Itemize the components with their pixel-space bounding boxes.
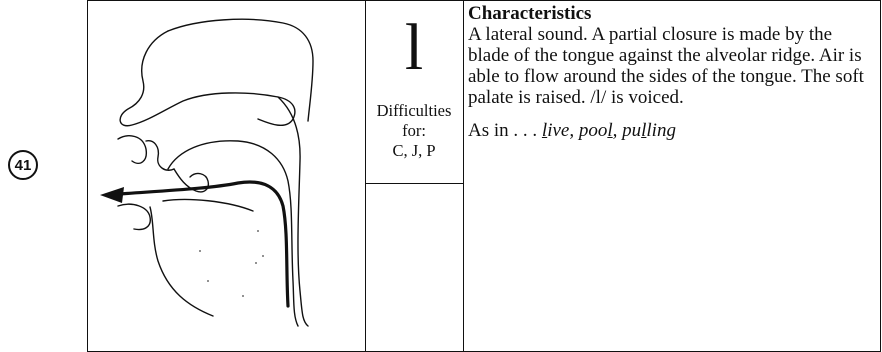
- characteristics-panel: Characteristics A lateral sound. A parti…: [468, 3, 876, 141]
- example-word: live: [542, 120, 569, 141]
- phoneme-card: l Difficulties for: C, J, P Characterist…: [87, 0, 881, 352]
- phoneme-symbol: l: [366, 7, 462, 89]
- difficulties: Difficulties for: C, J, P: [366, 101, 462, 161]
- row-divider: [365, 183, 463, 184]
- characteristics-heading: Characteristics: [468, 3, 876, 24]
- examples-words: live, pool, pulling: [542, 120, 676, 141]
- example-word: pulling: [622, 120, 676, 141]
- characteristics-body: A lateral sound. A partial closure is ma…: [468, 24, 876, 108]
- difficulties-label: Difficulties for:: [366, 101, 462, 141]
- example-word: pool: [579, 120, 613, 141]
- card-number-badge: 41: [8, 150, 38, 180]
- column-divider-2: [463, 1, 464, 351]
- card-number: 41: [15, 157, 32, 174]
- difficulties-groups: C, J, P: [366, 141, 462, 161]
- mouth-cross-section-airflow-icon: [88, 1, 366, 351]
- examples-prefix: As in . . .: [468, 120, 542, 141]
- examples-line: As in . . . live, pool, pulling: [468, 120, 876, 141]
